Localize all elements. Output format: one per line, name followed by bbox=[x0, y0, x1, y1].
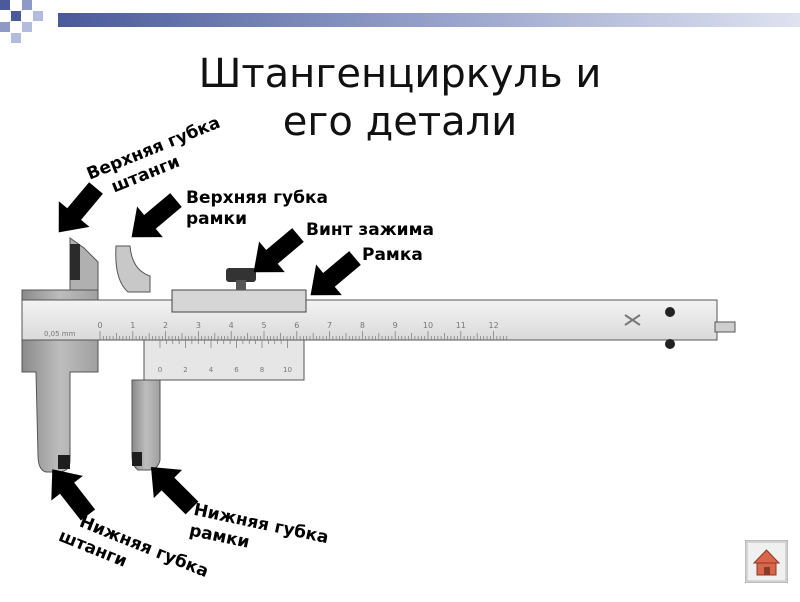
vernier-scale-number: 2 bbox=[183, 366, 187, 374]
main-scale-number: 0 bbox=[97, 321, 102, 330]
home-icon bbox=[745, 540, 788, 583]
label-clamp-screw: Винт зажима bbox=[306, 220, 434, 241]
main-scale-number: 11 bbox=[456, 321, 466, 330]
label-frame: Рамка bbox=[362, 245, 423, 266]
home-button[interactable] bbox=[745, 540, 788, 583]
main-scale-number: 9 bbox=[393, 321, 398, 330]
vernier-scale-number: 6 bbox=[234, 366, 239, 374]
main-scale-number: 4 bbox=[229, 321, 234, 330]
upper-jaw-frame-shape bbox=[116, 246, 150, 292]
main-scale-number: 7 bbox=[327, 321, 332, 330]
lower-jaw-frame-tip bbox=[132, 452, 142, 466]
main-scale-number: 12 bbox=[489, 321, 499, 330]
main-scale-number: 10 bbox=[423, 321, 433, 330]
label-upper-jaw-frame-line-1: Верхняя губка bbox=[186, 188, 328, 209]
arrow-upper-jaw-frame bbox=[119, 185, 189, 253]
main-scale-number: 6 bbox=[294, 321, 299, 330]
upper-jaw-bar-shadow bbox=[70, 244, 80, 280]
vernier-scale-number: 10 bbox=[283, 366, 292, 374]
vernier-plate bbox=[144, 340, 304, 380]
main-scale-number: 5 bbox=[261, 321, 266, 330]
lower-jaw-bar-tip bbox=[58, 455, 70, 469]
main-scale-number: 1 bbox=[130, 321, 135, 330]
vernier-scale-number: 0 bbox=[158, 366, 162, 374]
vernier-scale-number: 4 bbox=[209, 366, 214, 374]
main-scale-number: 8 bbox=[360, 321, 365, 330]
bar-rivet-top bbox=[665, 307, 675, 317]
bar-rivet-bottom bbox=[665, 339, 675, 349]
sliding-frame bbox=[172, 290, 306, 312]
depth-rod bbox=[715, 322, 735, 332]
vernier-scale-number: 8 bbox=[260, 366, 264, 374]
clamp-screw-head bbox=[226, 268, 256, 282]
main-bar bbox=[22, 300, 717, 340]
precision-label: 0,05 mm bbox=[44, 330, 76, 338]
clamp-screw-stem bbox=[236, 280, 246, 290]
main-scale-number: 3 bbox=[196, 321, 201, 330]
main-scale-number: 2 bbox=[163, 321, 168, 330]
